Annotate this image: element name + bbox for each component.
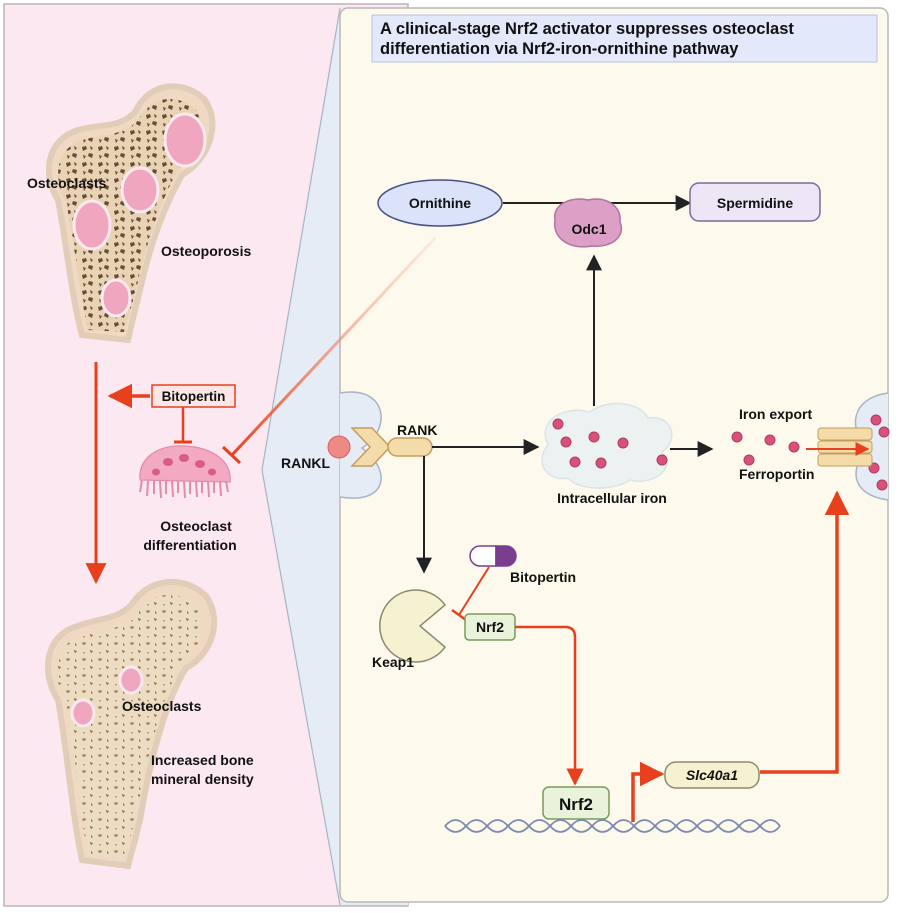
spermidine-node — [689, 182, 821, 222]
label-differentiation-line2: differentiation — [143, 537, 236, 553]
label-keap1: Keap1 — [372, 654, 414, 670]
label-bmd-line1: Increased bone — [151, 752, 254, 768]
title-line1: A clinical-stage Nrf2 activator suppress… — [380, 20, 794, 38]
label-osteoporosis: Osteoporosis — [161, 243, 251, 259]
healthy-bone — [44, 579, 218, 870]
title-line2: differentiation via Nrf2-iron-ornithine … — [380, 40, 739, 58]
label-nrf2-cytoplasm: Nrf2 — [476, 619, 504, 635]
osteoporotic-bone — [45, 83, 216, 344]
ferroportin-channel — [817, 427, 873, 467]
bitopertin-pill-icon — [469, 545, 517, 567]
label-rankl: RANKL — [281, 455, 330, 471]
label-bitopertin-left: Bitopertin — [162, 389, 226, 404]
osteoclast-cell — [118, 665, 144, 695]
cell-membrane — [339, 391, 382, 499]
rankl-ligand — [327, 435, 351, 459]
label-slc40a1: Slc40a1 — [686, 767, 738, 783]
label-differentiation-line1: Osteoclast — [160, 518, 232, 534]
label-osteoclasts-bottom: Osteoclasts — [122, 698, 202, 714]
rank-receptor — [350, 427, 392, 467]
label-ferroportin: Ferroportin — [739, 466, 814, 482]
ornithine-inhibition-line — [230, 236, 437, 457]
label-bmd-line2: mineral density — [151, 771, 254, 787]
iron-particles — [552, 418, 668, 469]
transcription-arrow — [631, 761, 665, 822]
exported-iron-particles — [731, 431, 800, 466]
nrf2-nucleus-box — [542, 786, 610, 820]
keap1-protein — [379, 589, 447, 663]
title-box — [371, 14, 878, 63]
osteoclast-cell — [120, 166, 160, 214]
ornithine-node — [377, 179, 503, 227]
label-ornithine: Ornithine — [409, 195, 471, 211]
osteoclast-cell — [163, 112, 207, 168]
label-iron-export: Iron export — [739, 406, 812, 422]
nrf2-translocation-arrow — [515, 625, 584, 786]
bitopertin-left-box — [151, 384, 236, 408]
odc1-enzyme — [554, 198, 623, 248]
label-rank: RANK — [397, 422, 437, 438]
label-bitopertin-right: Bitopertin — [510, 569, 576, 585]
slc40a1-to-ferroportin-arrow — [760, 490, 850, 774]
slc40a1-gene — [664, 761, 760, 789]
bitopertin-inhibition-line — [458, 566, 490, 616]
osteoclast-cell — [100, 278, 132, 318]
label-intracellular-iron: Intracellular iron — [557, 490, 667, 506]
label-osteoclasts-top: Osteoclasts — [27, 175, 107, 191]
label-odc1: Odc1 — [571, 221, 606, 237]
label-nrf2-nucleus: Nrf2 — [559, 795, 593, 814]
ornithine-inhibition-bar — [221, 445, 242, 465]
osteoclast-cell — [70, 698, 96, 728]
dna-helix — [444, 819, 781, 833]
label-spermidine: Spermidine — [717, 195, 793, 211]
osteoclast-icon — [139, 445, 231, 499]
osteoclast-cell — [72, 199, 112, 251]
